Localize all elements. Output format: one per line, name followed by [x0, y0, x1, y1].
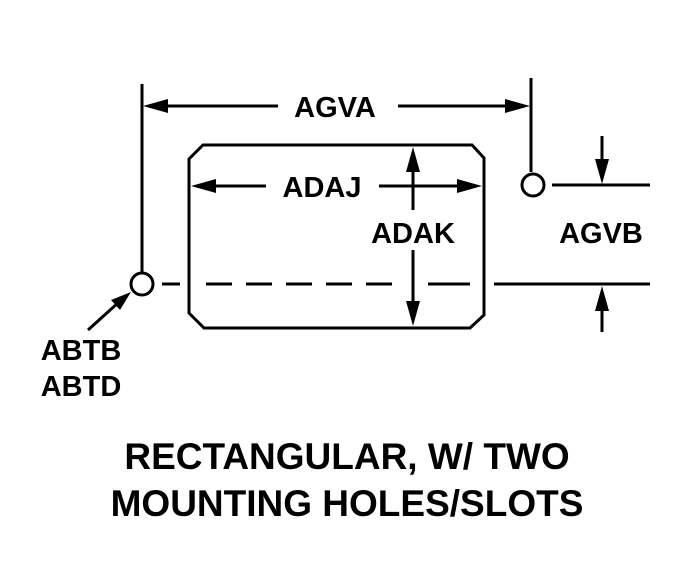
adaj-dimension	[191, 179, 482, 193]
abtb-label: ABTB	[41, 335, 122, 367]
rectangular-cutout	[187, 143, 486, 330]
agva-label: AGVA	[294, 92, 376, 124]
agvb-dimension	[595, 136, 609, 332]
adak-label: ADAK	[371, 218, 455, 250]
caption-line-1: RECTANGULAR, W/ TWO	[124, 436, 569, 477]
agva-dimension	[143, 99, 530, 113]
adaj-label: ADAJ	[283, 172, 362, 204]
mounting-hole-left	[129, 271, 155, 297]
mounting-hole-right	[520, 172, 546, 198]
hole-leader-arrow	[86, 292, 131, 332]
agvb-label: AGVB	[559, 218, 643, 250]
caption-line-2: MOUNTING HOLES/SLOTS	[111, 483, 584, 524]
adak-dimension	[406, 147, 420, 326]
abtd-label: ABTD	[41, 371, 122, 403]
